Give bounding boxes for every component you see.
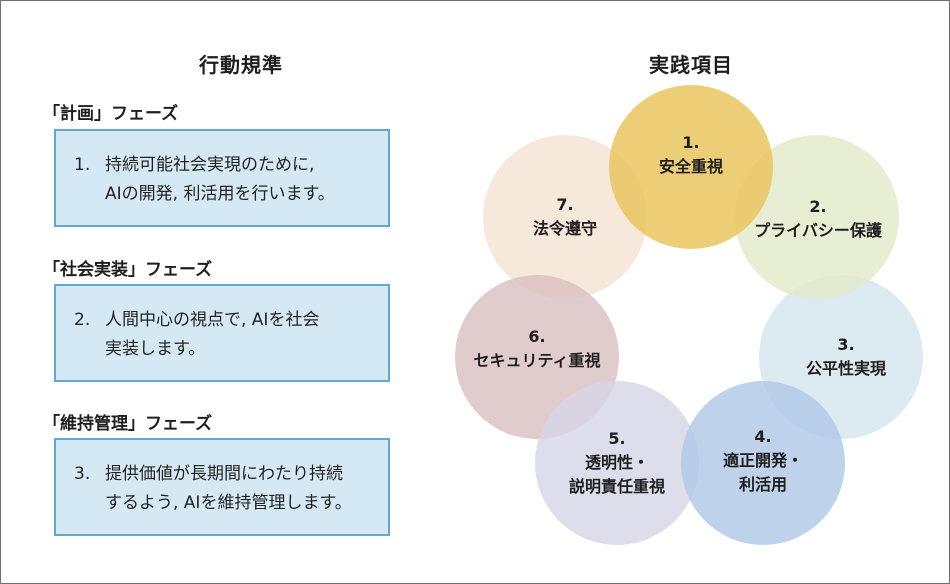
left-title: 行動規準 xyxy=(199,53,283,77)
phase-line: 人間中心の視点で, AIを社会 xyxy=(105,310,320,330)
item-7-label: 7. 法令遵守 xyxy=(533,193,597,241)
item-number: 3. xyxy=(837,335,855,354)
circle-item-5 xyxy=(535,381,699,545)
phase-number: 3. xyxy=(74,464,91,484)
item-6-label: 6. セキュリティ重視 xyxy=(473,325,600,373)
phase-line: AIの開発, 利活用を行います。 xyxy=(105,184,335,204)
item-5-label: 5. 透明性・ 説明責任重視 xyxy=(569,427,665,499)
item-text: 安全重視 xyxy=(658,157,724,176)
circle-item-2 xyxy=(735,135,899,299)
item-text: 法令遵守 xyxy=(532,219,598,238)
item-number: 1. xyxy=(682,133,700,152)
item-text: 透明性・ xyxy=(584,453,650,472)
item-number: 6. xyxy=(528,327,546,346)
circle-item-4 xyxy=(681,381,845,545)
item-2-label: 2. プライバシー保護 xyxy=(754,195,882,243)
item-text: 利活用 xyxy=(738,475,788,494)
item-number: 2. xyxy=(809,197,827,216)
phase-label-implementation: 「社会実装」フェーズ xyxy=(43,260,213,280)
phase-label-maintenance: 「維持管理」フェーズ xyxy=(43,414,213,434)
item-number: 7. xyxy=(556,195,574,214)
item-number: 4. xyxy=(754,427,772,446)
phase-number: 2. xyxy=(74,310,91,330)
item-1-label: 1. 安全重視 xyxy=(659,131,723,179)
phase-label-plan: 「計画」フェーズ xyxy=(43,104,179,124)
phase-number: 1. xyxy=(74,155,91,175)
item-text: 公平性実現 xyxy=(805,359,887,378)
phase-line: するよう, AIを維持管理します。 xyxy=(105,493,352,513)
circle-item-7 xyxy=(483,135,647,299)
item-text: 説明責任重視 xyxy=(568,477,666,496)
phase-line: 実装します。 xyxy=(105,339,206,359)
phase-box-plan: 1. 持続可能社会実現のために, AIの開発, 利活用を行います。 xyxy=(54,129,390,227)
phase-box-maintenance: 3. 提供価値が長期間にわたり持続 するよう, AIを維持管理します。 xyxy=(54,438,390,536)
item-text: 適正開発・ xyxy=(722,451,804,470)
item-4-label: 4. 適正開発・ 利活用 xyxy=(723,425,803,497)
item-text: セキュリティ重視 xyxy=(473,351,601,370)
item-number: 5. xyxy=(608,429,626,448)
phase-line: 提供価値が長期間にわたり持続 xyxy=(105,464,343,484)
phase-line: 持続可能社会実現のために, xyxy=(105,155,315,175)
phase-box-implementation: 2. 人間中心の視点で, AIを社会 実装します。 xyxy=(54,284,390,382)
item-text: プライバシー保護 xyxy=(754,221,882,240)
right-title: 実践項目 xyxy=(649,53,733,77)
circle-item-1 xyxy=(609,85,773,249)
item-3-label: 3. 公平性実現 xyxy=(806,333,886,381)
